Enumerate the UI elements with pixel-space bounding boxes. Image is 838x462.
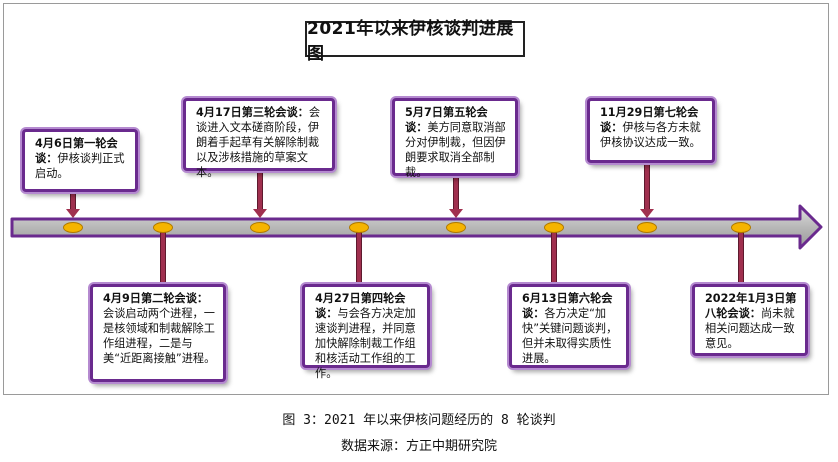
connector-7: [644, 163, 650, 211]
event-card-1: 4月6日第一轮会谈：伊核谈判正式启动。: [22, 129, 138, 192]
event-card-4: 4月27日第四轮会谈：与会各方决定加速谈判进程，并同意 加快解除制裁工作组和核活…: [302, 284, 430, 380]
event-card-5: 5月7日第五轮会谈：美方同意取消部分对伊制裁，但因伊朗要求取消全部制裁。: [392, 98, 518, 179]
timeline-node-2: [153, 222, 173, 233]
connector-5-arrowhead: [449, 209, 463, 218]
event-card-1-text: 伊核谈判正式启动。: [35, 152, 125, 180]
connector-2: [160, 232, 166, 284]
event-card-4-lead: 4月27日第四轮会谈：: [315, 292, 406, 320]
event-card-3: 4月17日第三轮会谈：会谈进入文本磋商阶段，伊朗着手起草有关解除制裁以及涉核措施…: [183, 98, 335, 179]
figure-caption: 图 3：2021 年以来伊核问题经历的 8 轮谈判: [282, 413, 556, 428]
event-card-6-text: 各方决定“加快”关键问题谈判，但并未取得实质性进展。: [522, 307, 618, 365]
diagram-title: 2021年以来伊核谈判进展图: [305, 19, 525, 64]
connector-5: [453, 176, 459, 211]
connector-8: [738, 232, 744, 284]
connector-3: [257, 170, 263, 211]
connector-6: [551, 232, 557, 284]
event-card-7: 11月29日第七轮会谈：伊核与各方未就伊核协议达成一致。: [587, 98, 715, 163]
timeline-node-4: [349, 222, 369, 233]
event-card-4-text: 与会各方决定加速谈判进程，并同意 加快解除制裁工作组和核活动工作组的工作。: [315, 307, 416, 380]
timeline-node-1: [63, 222, 83, 233]
event-card-3-lead: 4月17日第三轮会谈：: [196, 106, 309, 119]
event-card-7-lead: 11月29日第七轮会谈：: [600, 106, 699, 134]
timeline-node-6: [544, 222, 564, 233]
event-card-5-text: 美方同意取消部分对伊制裁，但因伊朗要求取消全部制裁。: [405, 121, 506, 179]
connector-4: [356, 232, 362, 284]
event-card-2: 4月9日第二轮会谈： 会谈启动两个进程，一是核领域和制裁解除工作组进程，二是与美“…: [90, 284, 226, 382]
event-card-5-lead: 5月7日第五轮会谈：: [405, 106, 488, 134]
connector-1-arrowhead: [66, 209, 80, 218]
event-card-2-text: 会谈启动两个进程，一是核领域和制裁解除工作组进程，二是与美“近距离接触”进程。: [103, 307, 216, 365]
data-source: 数据来源：方正中期研究院: [340, 439, 497, 454]
timeline-node-7: [637, 222, 657, 233]
event-card-8-text: 尚未就相关问题达成一致意见。: [705, 307, 795, 350]
event-card-3-text: 会谈进入文本磋商阶段，伊朗着手起草有关解除制裁以及涉核措施的草案文本。: [196, 106, 321, 179]
connector-3-arrowhead: [253, 209, 267, 218]
timeline-node-3: [250, 222, 270, 233]
event-card-7-text: 伊核与各方未就伊核协议达成一致。: [600, 121, 701, 149]
timeline-node-8: [731, 222, 751, 233]
event-card-6-lead: 6月13日第六轮会谈：: [522, 292, 613, 320]
event-card-8: 2022年1月3日第八轮会谈：尚未就相关问题达成一致意见。: [692, 284, 808, 356]
event-card-2-lead: 4月9日第二轮会谈：: [103, 292, 209, 305]
event-card-8-lead: 2022年1月3日第八轮会谈：: [705, 292, 797, 320]
event-card-6: 6月13日第六轮会谈：各方决定“加快”关键问题谈判，但并未取得实质性进展。: [509, 284, 629, 368]
timeline-node-5: [446, 222, 466, 233]
connector-7-arrowhead: [640, 209, 654, 218]
event-card-1-lead: 4月6日第一轮会谈：: [35, 137, 118, 165]
